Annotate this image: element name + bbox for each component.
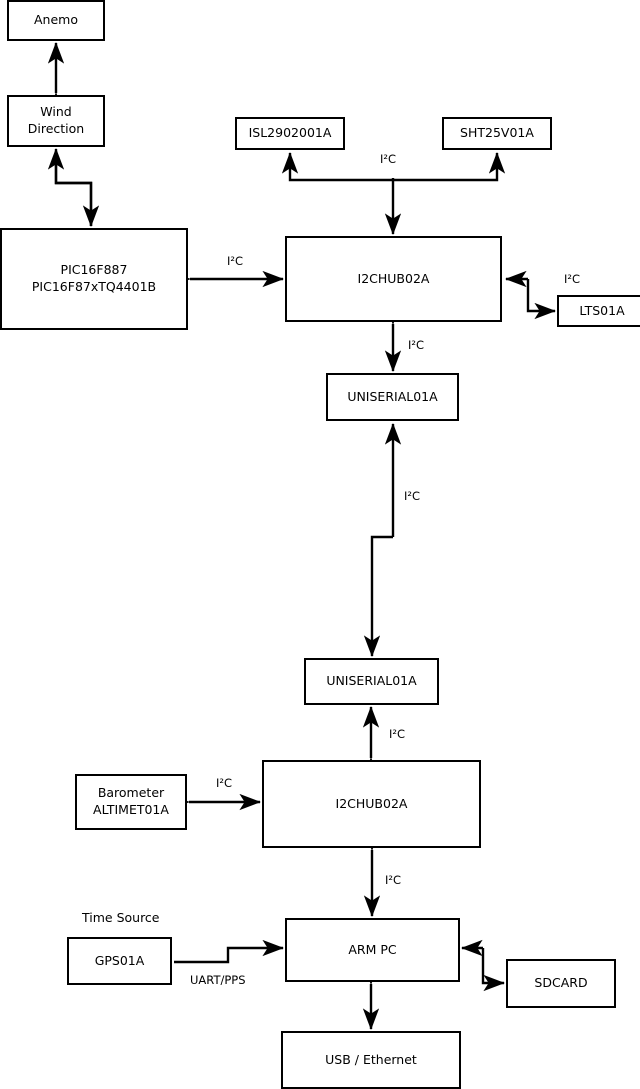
edge-label-i2c-hub2-armpc: I²C [385, 873, 402, 887]
edge-label-i2c-isl-sht: I²C [380, 152, 397, 166]
node-gps01a[interactable]: GPS01A [67, 937, 172, 985]
node-lts01a-label: LTS01A [579, 302, 625, 318]
node-isl2902001a[interactable]: ISL2902001A [235, 117, 345, 150]
node-pic-mcu-label: PIC16F887 PIC16F87xTQ4401B [31, 262, 157, 294]
node-uniserial01a-bottom-label: UNISERIAL01A [326, 673, 417, 689]
node-isl2902001a-label: ISL2902001A [248, 125, 332, 141]
node-i2chub02a-top[interactable]: I2CHUB02A [285, 236, 502, 322]
edge-label-i2c-pic-hub: I²C [227, 254, 244, 268]
node-i2chub02a-bottom-label: I2CHUB02A [335, 795, 408, 811]
node-uniserial01a-top[interactable]: UNISERIAL01A [326, 373, 459, 421]
node-usb-ethernet-label: USB / Ethernet [325, 1051, 417, 1067]
edge-label-i2c-barometer-hub2: I²C [216, 776, 233, 790]
node-anemo-label: Anemo [34, 12, 78, 28]
node-gps01a-label: GPS01A [94, 952, 145, 968]
wire-hubtop-isl [281, 152, 393, 182]
wire-gps-armpc [174, 939, 284, 964]
node-i2chub02a-bottom[interactable]: I2CHUB02A [262, 760, 481, 848]
node-sht25v01a-label: SHT25V01A [460, 125, 534, 141]
edge-label-uart-pps: UART/PPS [190, 973, 246, 987]
edge-label-i2c-hub-uniserial: I²C [408, 338, 425, 352]
node-usb-ethernet[interactable]: USB / Ethernet [281, 1031, 461, 1089]
wire-armpc-sdcard-out [481, 948, 505, 992]
node-arm-pc-label: ARM PC [348, 941, 397, 957]
node-pic-mcu[interactable]: PIC16F887 PIC16F87xTQ4401B [0, 228, 188, 330]
node-i2chub02a-top-label: I2CHUB02A [357, 270, 430, 286]
node-anemo[interactable]: Anemo [7, 0, 105, 41]
node-uniserial01a-top-label: UNISERIAL01A [347, 388, 438, 404]
node-barometer[interactable]: Barometer ALTIMET01A [75, 774, 187, 830]
wire-hubtop-sht [393, 152, 506, 182]
edge-label-i2c-hub-lts: I²C [564, 272, 581, 286]
node-sht25v01a[interactable]: SHT25V01A [442, 117, 552, 150]
node-lts01a[interactable]: LTS01A [557, 295, 640, 327]
node-uniserial01a-bottom[interactable]: UNISERIAL01A [304, 658, 439, 705]
edge-label-i2c-uniserial-hub2: I²C [389, 727, 406, 741]
node-barometer-label: Barometer ALTIMET01A [93, 785, 169, 817]
node-arm-pc[interactable]: ARM PC [285, 918, 460, 982]
edge-label-i2c-uniserial-link: I²C [404, 489, 421, 503]
wire-wind-pic-down [54, 152, 100, 227]
wire-uniserialbot-down [363, 535, 393, 657]
label-time-source: Time Source [82, 910, 160, 925]
node-wind-direction[interactable]: Wind Direction [7, 95, 105, 147]
node-sdcard-label: SDCARD [534, 975, 588, 991]
node-sdcard[interactable]: SDCARD [506, 959, 616, 1008]
wire-hubtop-lts-out [526, 279, 556, 320]
node-wind-direction-label: Wind Direction [27, 104, 85, 136]
wire-wind-pic [47, 148, 93, 226]
